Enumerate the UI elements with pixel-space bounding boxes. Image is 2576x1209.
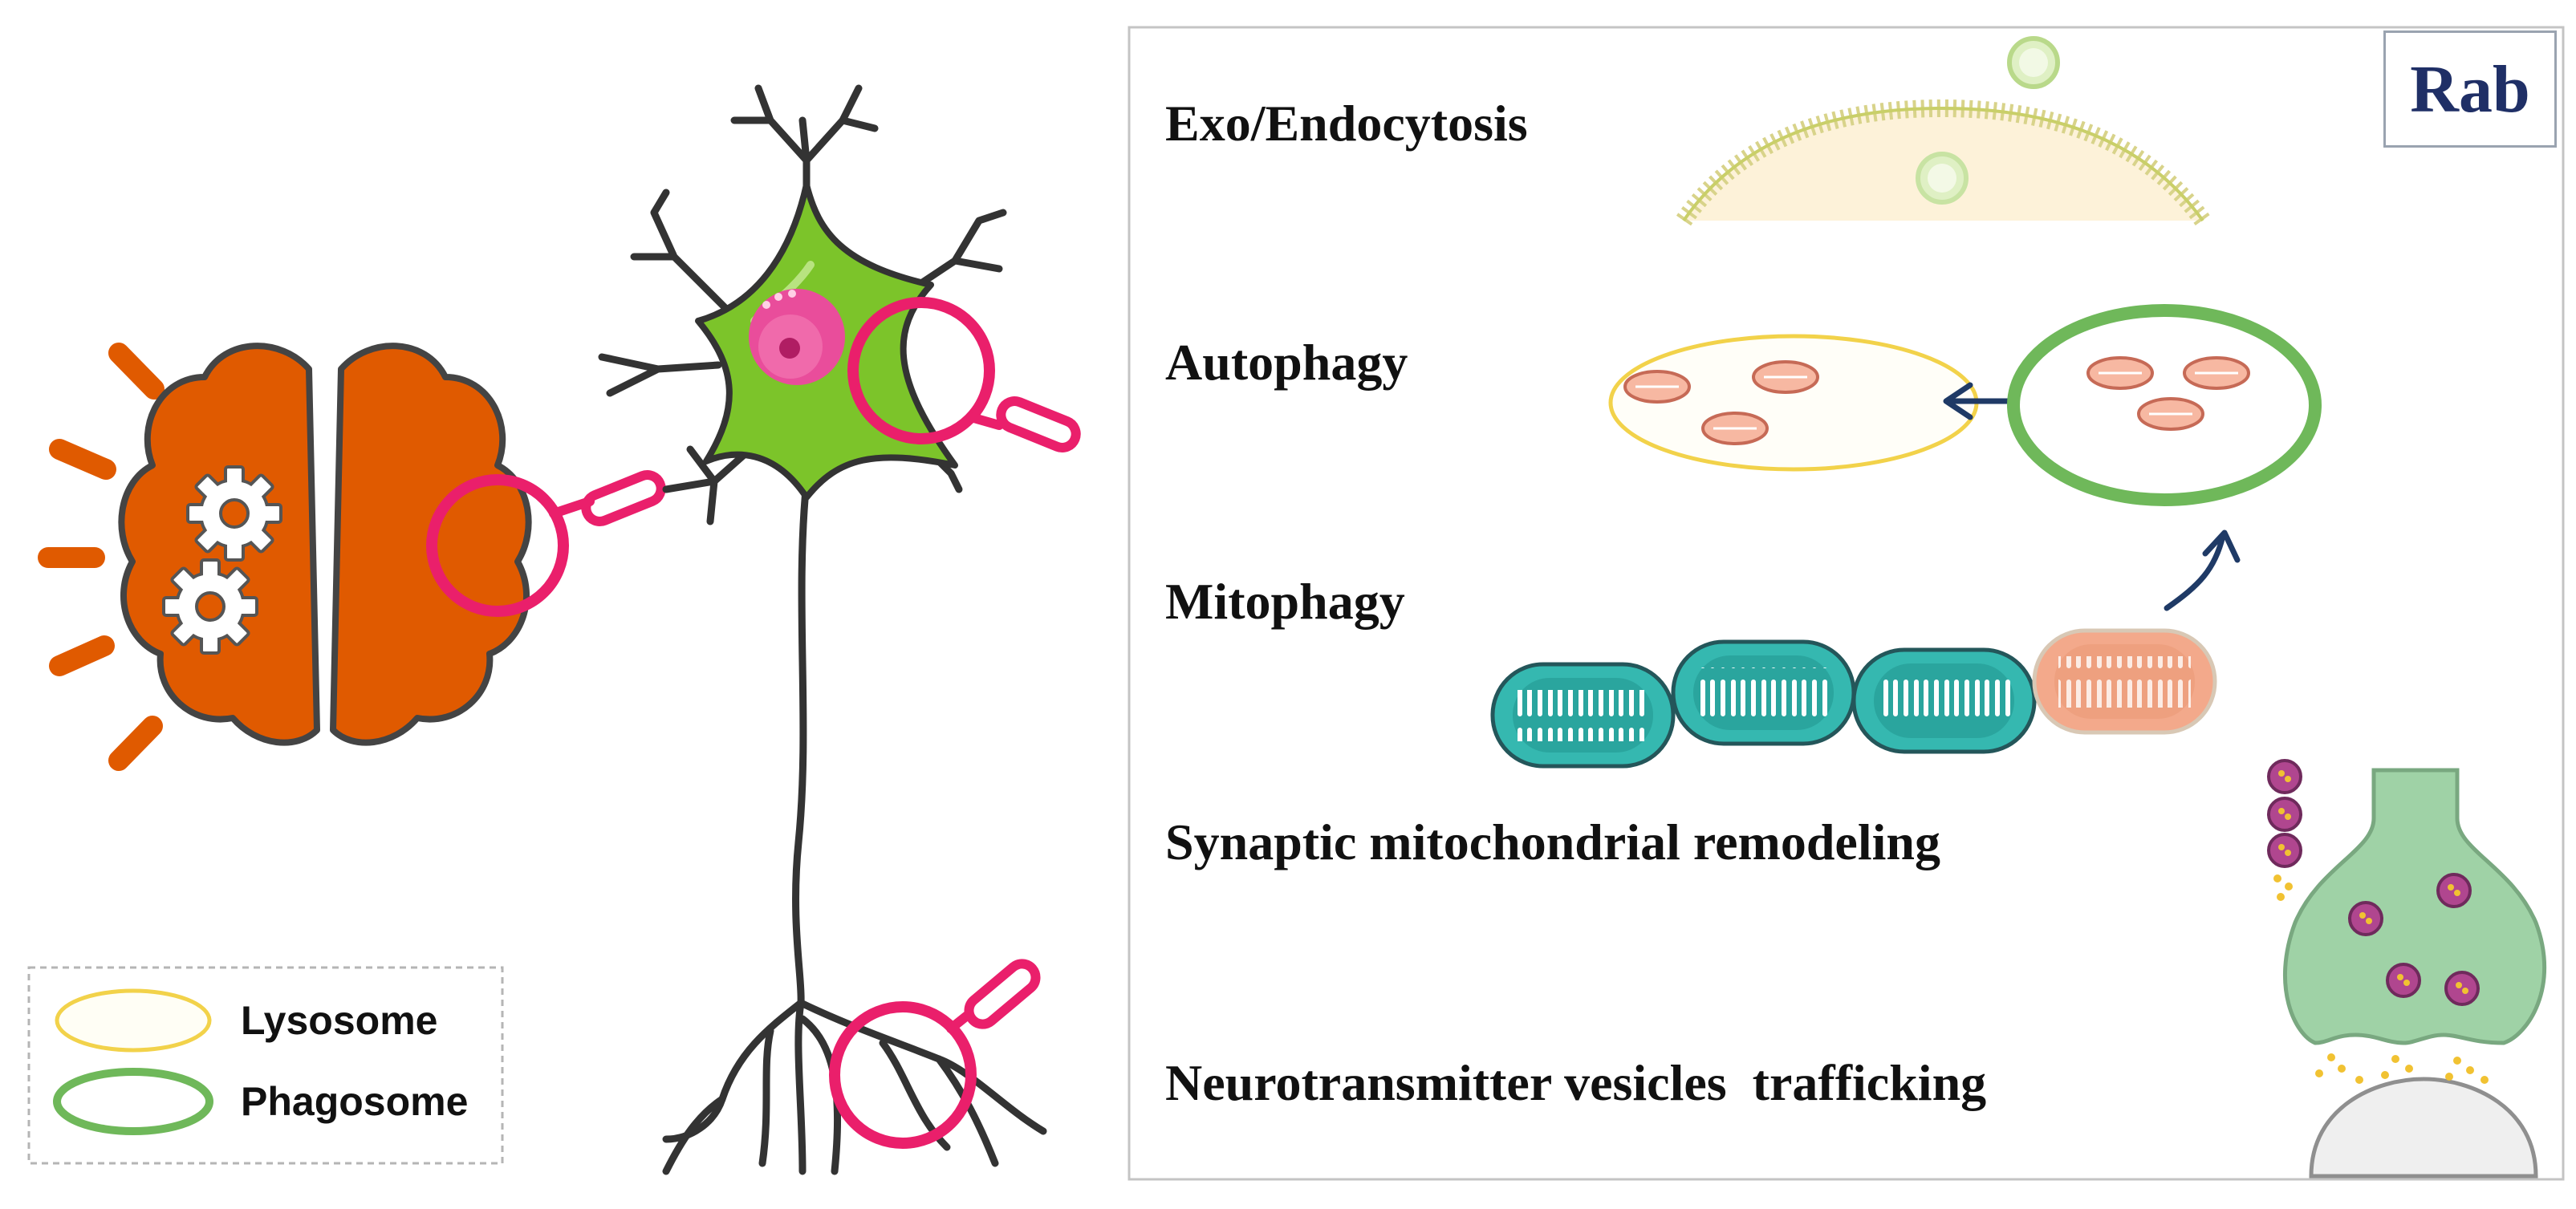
rab-badge: Rab <box>2383 30 2557 148</box>
label-synaptic-remodeling: Synaptic mitochondrial remodeling <box>1165 813 1940 870</box>
mitochondria-chain <box>1490 628 2217 769</box>
mitochondrion-damaged <box>2032 628 2217 735</box>
mitochondrion-healthy <box>1671 639 1856 746</box>
axon-terminals <box>662 999 1047 1175</box>
brain-rays <box>38 343 165 771</box>
mitochondrion-healthy <box>1851 647 2037 754</box>
synapse-illustration <box>2267 759 2546 1179</box>
gear-icon <box>186 465 282 562</box>
label-autophagy: Autophagy <box>1165 334 1408 391</box>
lysosome-with-mitochondria <box>1608 334 1979 472</box>
label-mitophagy: Mitophagy <box>1165 573 1405 630</box>
magnifier-icon <box>829 959 1041 1149</box>
curved-arrow-icon <box>2164 529 2241 611</box>
axon <box>792 477 811 1007</box>
magnifier-icon <box>426 470 666 617</box>
brain-icon <box>38 343 666 771</box>
synaptic-vesicle-icon <box>2267 759 2480 1006</box>
legend-lysosome-label: Lysosome <box>241 998 438 1043</box>
dendrites <box>598 84 1007 525</box>
legend-phagosome-label: Phagosome <box>241 1079 469 1124</box>
legend-phagosome-swatch <box>53 1068 213 1135</box>
neuron-icon <box>598 84 1081 1175</box>
label-exo-endocytosis: Exo/Endocytosis <box>1165 95 1528 152</box>
cell-membrane-illustration <box>1676 36 2210 226</box>
phagosome-with-mitochondria <box>2007 304 2322 506</box>
legend-lysosome-swatch <box>55 988 212 1053</box>
magnifier-icon <box>847 297 1081 452</box>
gear-icon <box>162 558 258 655</box>
mitochondrion-healthy <box>1490 662 1676 769</box>
label-neurotransmitter-trafficking: Neurotransmitter vesicles trafficking <box>1165 1054 1987 1111</box>
legend <box>27 966 504 1165</box>
